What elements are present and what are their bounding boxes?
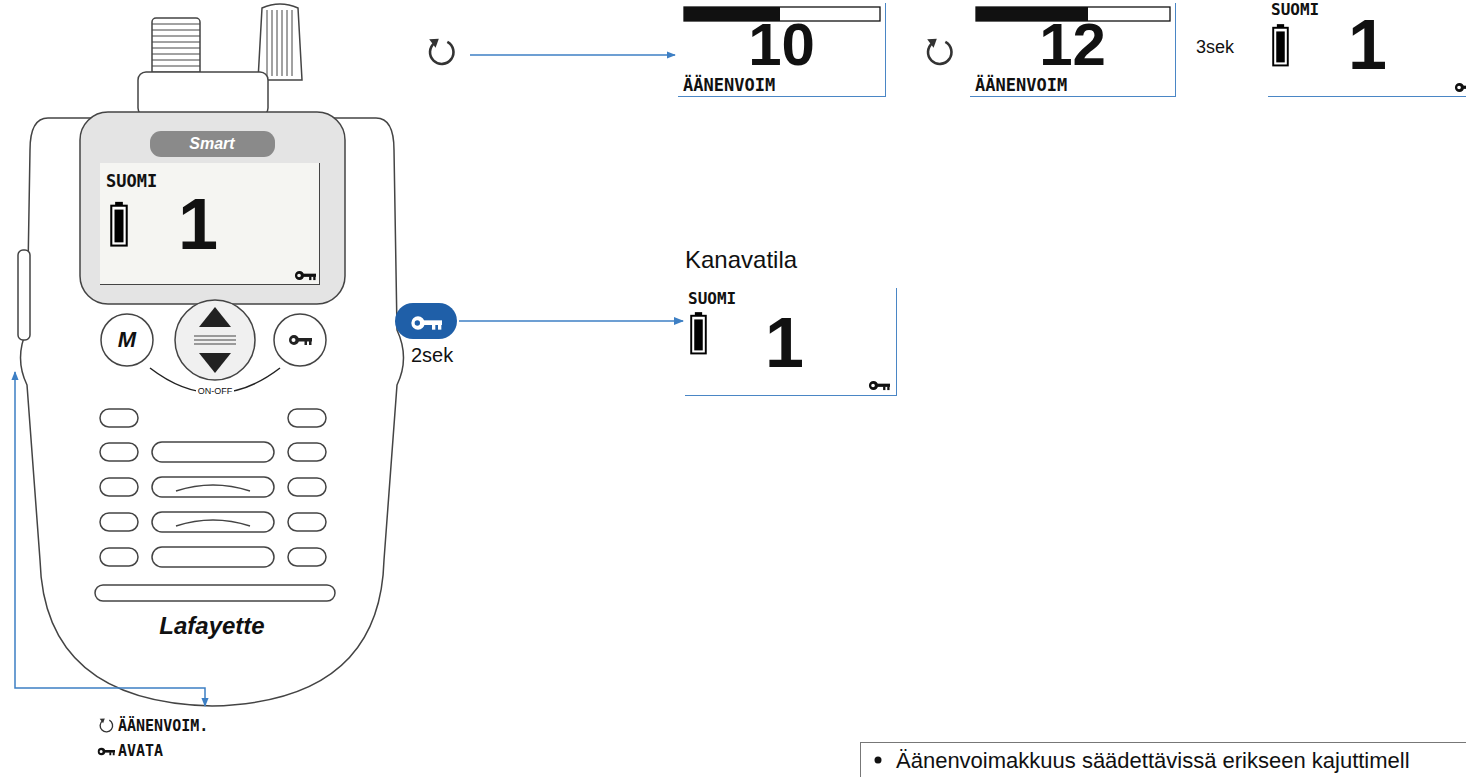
battery-icon — [111, 202, 126, 246]
function-label: AVATA — [118, 744, 163, 759]
rotate-icon — [927, 39, 951, 64]
function-label: ÄÄNENVOIM. — [118, 719, 208, 734]
note-text: Äänenvoimakkuus säädettävissä erikseen k… — [896, 750, 1410, 772]
screen-label: ÄÄNENVOIM — [975, 77, 1067, 94]
rotate-icon — [100, 718, 113, 731]
rotate-icon — [429, 39, 453, 64]
brand-name: Lafayette — [159, 614, 264, 638]
screen-label: SUOMI — [688, 291, 736, 307]
duration-label: 3sek — [1196, 38, 1234, 56]
bracket-arrow — [15, 372, 205, 706]
screen-label: SUOMI — [1271, 2, 1319, 18]
volume-number: 12 — [970, 15, 1175, 75]
key-icon — [869, 381, 890, 390]
key-button: 2sek — [395, 303, 457, 339]
key-icon — [289, 335, 312, 345]
channel-number: 1 — [178, 188, 218, 260]
connector-arrow — [459, 320, 683, 322]
screen-panel: 10ÄÄNENVOIM — [678, 3, 886, 97]
button-label: ON-OFF — [196, 387, 235, 396]
screen-label: ÄÄNENVOIM — [683, 77, 775, 94]
button-label: M — [118, 329, 136, 351]
radio-illustration — [18, 4, 404, 706]
screen-heading: Kanavatila — [685, 248, 797, 272]
duration-label: 2sek — [411, 345, 453, 365]
brand-model: Smart — [189, 136, 234, 152]
arrow-line — [470, 54, 675, 56]
screen-panel: 12ÄÄNENVOIM — [970, 3, 1176, 97]
channel-number: 1 — [765, 308, 804, 378]
channel-number: 1 — [1348, 10, 1387, 80]
lcd-screen: SUOMI 1 — [100, 163, 320, 285]
screen-panel: SUOMI 1 — [1268, 0, 1466, 97]
battery-icon — [1273, 24, 1288, 65]
key-icon — [295, 271, 316, 280]
key-icon — [1455, 83, 1466, 92]
note-box: Äänenvoimakkuus säädettävissä erikseen k… — [860, 742, 1466, 777]
screen-panel: KanavatilaSUOMI1 — [685, 288, 897, 396]
key-icon — [98, 748, 115, 756]
key-icon — [411, 316, 442, 329]
battery-icon — [691, 312, 706, 353]
screen-label: SUOMI — [106, 173, 157, 190]
key-button — [395, 303, 457, 339]
volume-number: 10 — [678, 15, 885, 75]
bullet — [875, 757, 882, 764]
